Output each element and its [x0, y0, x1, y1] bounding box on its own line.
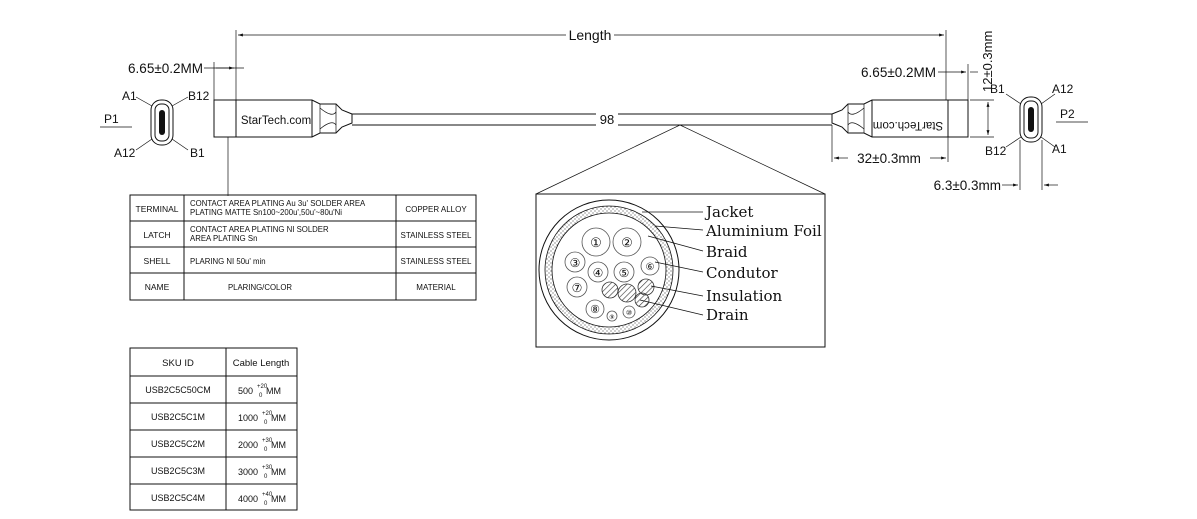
- p2-label: P2: [1060, 107, 1075, 121]
- layer-label-braid: Braid: [706, 243, 748, 261]
- right-plug-dimension: 6.65±0.2MM: [861, 64, 978, 100]
- tolerance-minus: 0: [264, 420, 268, 426]
- conductor-number: ①: [590, 236, 602, 251]
- table-cell: COPPER ALLOY: [405, 205, 467, 214]
- conductor-number: ⑥: [646, 262, 655, 273]
- table-cell: STAINLESS STEEL: [401, 257, 473, 266]
- length-header: Cable Length: [233, 358, 290, 369]
- right-brand-text: StarTech.com: [873, 119, 943, 131]
- sku-cell: USB2C5C3M: [151, 466, 205, 476]
- table-cell: CONTACT AREA PLATING NI SOLDER: [190, 225, 329, 234]
- tolerance-plus: +30: [262, 438, 273, 444]
- table-cell: SHELL: [144, 256, 171, 266]
- pin-label: A1: [1052, 142, 1067, 156]
- sku-cell: USB2C5C2M: [151, 439, 205, 449]
- layer-label-drain: Drain: [706, 306, 749, 324]
- pin-label: A12: [1052, 82, 1074, 96]
- table-cell: PLATING MATTE Sn100~200u',50u'~80u'Ni: [190, 208, 342, 217]
- length-label: Length: [569, 27, 612, 43]
- height-dim-text: 12±0.3mm: [980, 31, 995, 92]
- conductor-number: ⑧: [590, 303, 600, 316]
- conductor-number: ⑦: [572, 281, 583, 295]
- layer-label-insulation: Insulation: [706, 287, 783, 305]
- sku-cell: USB2C5C1M: [151, 412, 205, 422]
- unit-cell: MM: [271, 413, 286, 423]
- conductor-number: ⑩: [626, 309, 632, 317]
- body-dim-text: 32±0.3mm: [857, 151, 921, 166]
- conductor-number: ④: [593, 266, 604, 280]
- right-end-view: B1 A12 B12 A1 P2: [985, 82, 1088, 158]
- tolerance-plus: +40: [262, 492, 273, 498]
- table-cell: PLARING/COLOR: [228, 283, 292, 292]
- tolerance-plus: +30: [262, 465, 273, 471]
- table-cell: TERMINAL: [136, 204, 179, 214]
- tolerance-minus: 0: [264, 474, 268, 480]
- sku-table: SKU ID Cable Length USB2C5C50CM 500 +20 …: [129, 347, 298, 511]
- unit-cell: MM: [271, 440, 286, 450]
- left-connector: StarTech.com: [213, 99, 353, 196]
- p1-label: P1: [104, 112, 119, 126]
- sku-header: SKU ID: [162, 358, 194, 369]
- body-dimension: 32±0.3mm: [831, 125, 949, 166]
- tolerance-plus: +20: [262, 411, 273, 417]
- table-cell: PLARING NI 50u' min: [190, 257, 266, 266]
- tolerance-minus: 0: [259, 393, 263, 399]
- layer-label-aluminium-foil: Aluminium Foil: [705, 222, 822, 240]
- right-connector: StarTech.com: [831, 99, 969, 138]
- table-cell: MATERIAL: [416, 283, 456, 292]
- height-dimension: 12±0.3mm: [970, 31, 995, 138]
- table-cell: NAME: [145, 282, 170, 292]
- length-cell: 500: [238, 386, 253, 396]
- left-plug-dim-text: 6.65±0.2MM: [128, 61, 203, 76]
- unit-cell: MM: [271, 467, 286, 477]
- length-cell: 1000: [238, 413, 258, 423]
- width-dim-text: 6.3±0.3mm: [934, 178, 1001, 193]
- pin-label: B1: [990, 82, 1005, 96]
- conductor-number: ⑨: [609, 314, 614, 321]
- conductor-number: ③: [570, 256, 581, 270]
- cross-section: ① ② ③ ④ ⑤ ⑥ ⑦ ⑧ ⑨ ⑩ Jacket Aluminium Foi…: [535, 124, 826, 348]
- left-plug-dimension: 6.65±0.2MM: [128, 61, 244, 100]
- layer-label-conductor: Condutor: [706, 264, 778, 282]
- table-cell: LATCH: [143, 230, 170, 240]
- pin-label: A1: [122, 89, 137, 103]
- pin-label: A12: [114, 146, 136, 160]
- right-plug-dim-text: 6.65±0.2MM: [861, 65, 936, 80]
- tolerance-minus: 0: [264, 447, 268, 453]
- pin-label: B12: [985, 144, 1007, 158]
- left-brand-text: StarTech.com: [241, 115, 311, 127]
- conductor-number: ⑤: [619, 266, 630, 280]
- tolerance-plus: +20: [257, 384, 268, 390]
- width-dimension: 6.3±0.3mm: [934, 140, 1058, 193]
- length-cell: 4000: [238, 494, 258, 504]
- tolerance-minus: 0: [264, 501, 268, 507]
- length-dimension: Length: [235, 27, 947, 100]
- pin-label: B12: [188, 89, 210, 103]
- unit-cell: MM: [271, 494, 286, 504]
- pin-label: B1: [190, 146, 205, 160]
- break-mark: 98: [600, 112, 614, 127]
- materials-table: TERMINAL CONTACT AREA PLATING Au 3u' SOL…: [129, 194, 477, 301]
- layer-label-jacket: Jacket: [704, 203, 753, 221]
- table-cell: STAINLESS STEEL: [401, 231, 473, 240]
- unit-cell: MM: [266, 386, 281, 396]
- left-end-view: A1 B12 A12 B1 P1: [100, 89, 210, 160]
- sku-cell: USB2C5C50CM: [145, 385, 211, 395]
- table-cell: AREA PLATING Sn: [190, 234, 257, 243]
- table-cell: CONTACT AREA PLATING Au 3u' SOLDER AREA: [190, 199, 366, 208]
- sku-cell: USB2C5C4M: [151, 493, 205, 503]
- length-cell: 2000: [238, 440, 258, 450]
- length-cell: 3000: [238, 467, 258, 477]
- conductor-number: ②: [621, 236, 633, 251]
- cable-body: 98: [352, 112, 832, 127]
